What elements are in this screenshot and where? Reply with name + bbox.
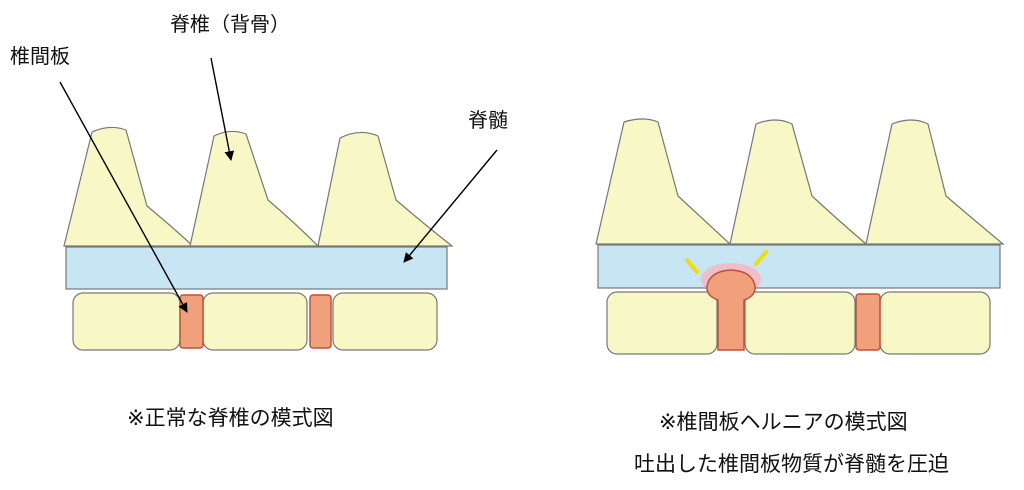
- spinous-process: [63, 126, 195, 247]
- pain-spark: [754, 250, 768, 266]
- hernia-note: 吐出した椎間板物質が脊髄を圧迫: [634, 452, 949, 476]
- intervertebral-disc: [179, 294, 204, 349]
- cord-pointer-arrow: [403, 149, 498, 263]
- hernia-caption: ※椎間板ヘルニアの模式図: [659, 410, 908, 434]
- spinous-process: [865, 119, 1005, 245]
- disc-label: 椎間板: [10, 44, 70, 68]
- pain-spark: [685, 258, 699, 274]
- vertebral-body: [332, 292, 438, 351]
- vertebral-body: [744, 291, 856, 355]
- normal-spine: [63, 126, 454, 351]
- vertebral-body: [72, 292, 181, 351]
- normal-caption: ※正常な脊椎の模式図: [127, 406, 334, 430]
- disc-pointer-arrow: [59, 81, 188, 313]
- spine-pointer-arrow: [210, 57, 235, 161]
- intervertebral-disc: [309, 294, 332, 349]
- spinous-process: [189, 130, 320, 247]
- spine-label: 脊椎（背骨）: [170, 12, 290, 36]
- vertebral-body: [879, 291, 991, 355]
- spinal-cord: [597, 244, 1001, 289]
- spinous-process: [729, 119, 868, 245]
- vertebral-body: [606, 291, 718, 355]
- intervertebral-disc: [855, 293, 881, 351]
- spinous-process: [595, 118, 732, 245]
- herniated-disc: [706, 269, 756, 351]
- vertebral-body: [202, 292, 308, 351]
- spinous-process: [317, 131, 454, 247]
- cord-label: 脊髄: [468, 108, 508, 132]
- hernia-spine: [595, 118, 1005, 355]
- spinal-cord: [65, 246, 448, 290]
